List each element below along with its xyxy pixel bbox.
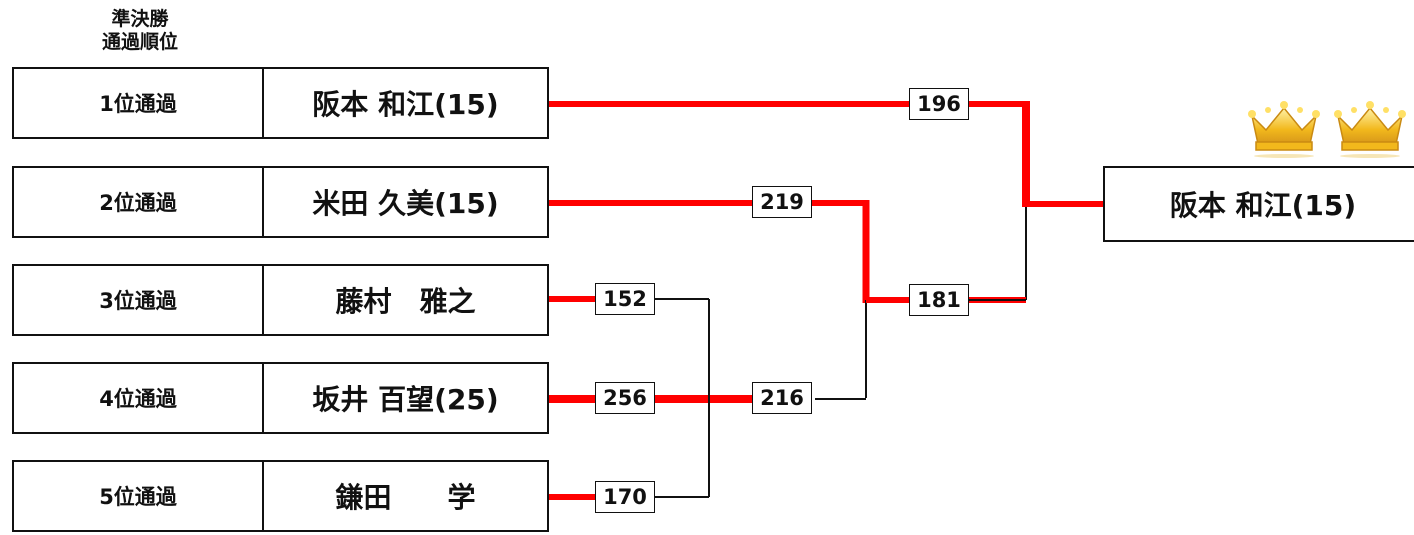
entry-row-2: 2位通過 米田 久美(15) — [12, 166, 549, 238]
crown-icon — [1334, 101, 1406, 158]
seed-label: 3位通過 — [14, 266, 264, 334]
score-r2-seed2: 219 — [752, 186, 812, 218]
entry-row-4: 4位通過 坂井 百望(25) — [12, 362, 549, 434]
header-line-2: 通過順位 — [101, 31, 178, 53]
score-final-seed1: 196 — [909, 88, 969, 120]
winner-box: 阪本 和江(15) — [1103, 166, 1414, 242]
seed-label: 2位通過 — [14, 168, 264, 236]
crown-icon — [1248, 101, 1320, 158]
player-name: 鎌田 学 — [335, 481, 476, 514]
seed-label: 1位通過 — [14, 69, 264, 137]
score-r1-seed4: 256 — [595, 382, 655, 414]
score-r2-seed4: 216 — [752, 382, 812, 414]
score-r1-seed3: 152 — [595, 283, 655, 315]
score-r1-seed5: 170 — [595, 481, 655, 513]
seed-label: 5位通過 — [14, 462, 264, 530]
seed-label: 4位通過 — [14, 364, 264, 432]
entry-row-3: 3位通過 藤村 雅之 — [12, 264, 549, 336]
player-name: 米田 久美(15) — [312, 187, 499, 220]
entry-row-1: 1位通過 阪本 和江(15) — [12, 67, 549, 139]
entry-row-5: 5位通過 鎌田 学 — [12, 460, 549, 532]
player-name: 坂井 百望(25) — [312, 383, 499, 416]
header-label: 準決勝 通過順位 — [60, 8, 220, 54]
player-name: 藤村 雅之 — [335, 285, 476, 318]
header-line-1: 準決勝 — [111, 8, 169, 30]
score-r3-seed2: 181 — [909, 284, 969, 316]
player-name: 阪本 和江(15) — [312, 88, 499, 121]
